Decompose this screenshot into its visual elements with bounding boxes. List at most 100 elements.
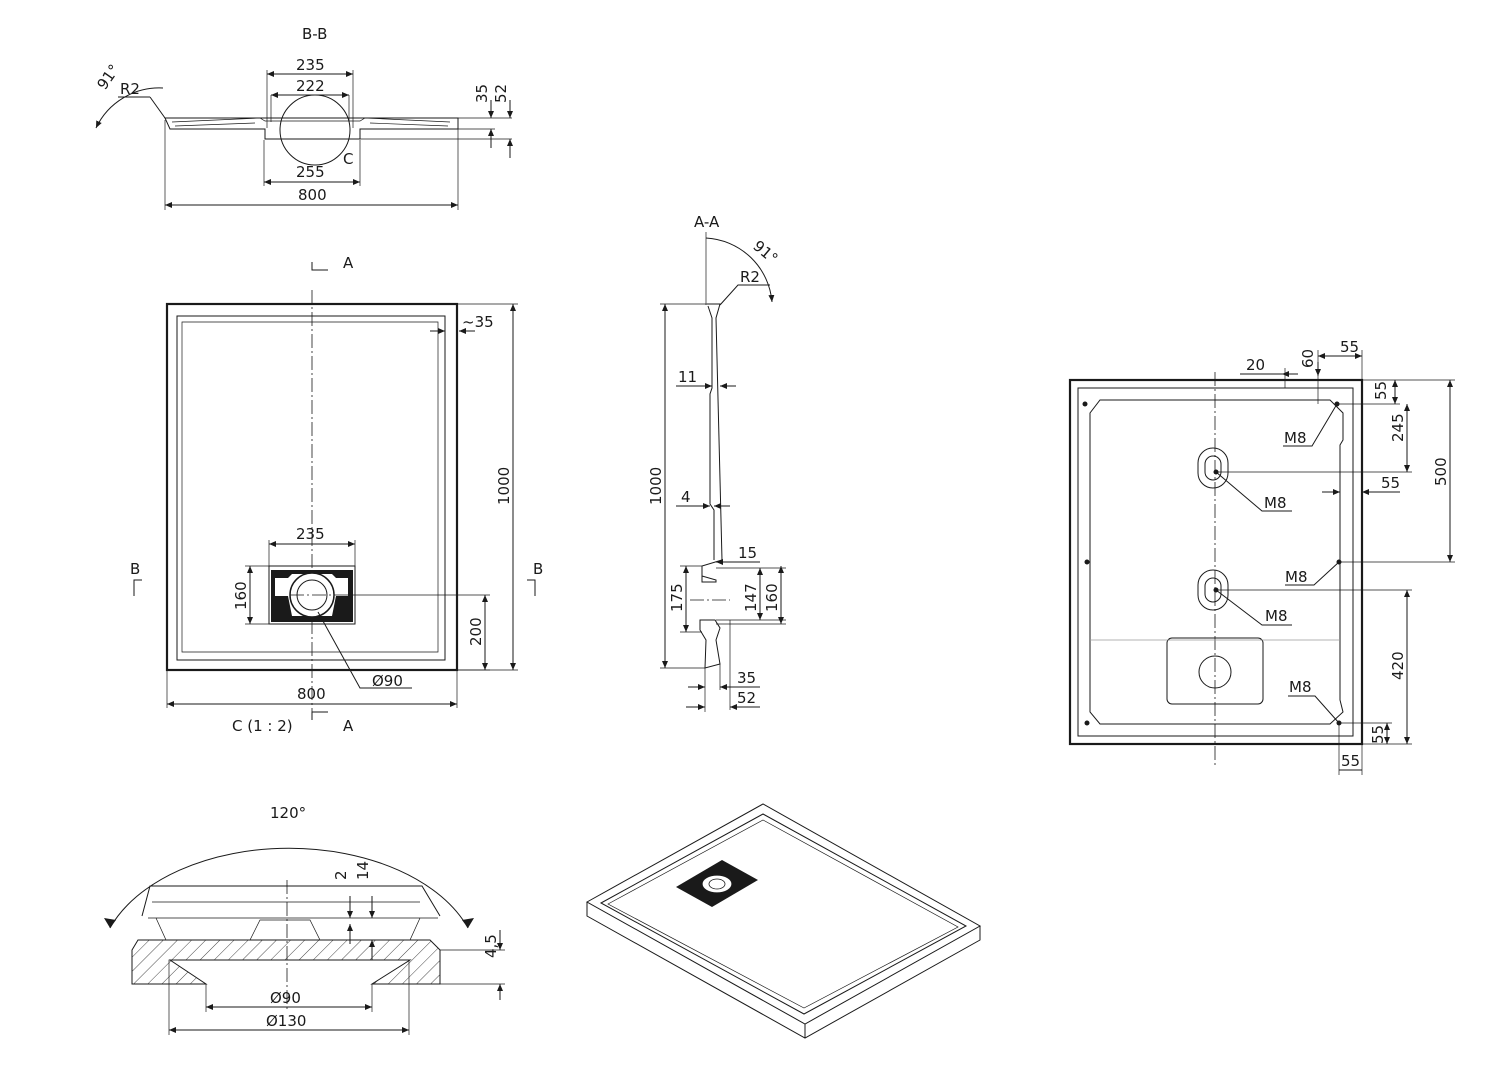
dim-222-bb: 222	[296, 77, 325, 95]
bottom-view: 20 60 55 55 245 500 55 420 55 55 M8	[1068, 338, 1455, 775]
thread-label-3: M8	[1285, 568, 1308, 586]
screw-point	[1084, 559, 1090, 565]
dim-35-bb: 35	[473, 84, 491, 103]
drain-housing	[1166, 637, 1264, 705]
section-aa-title: A-A	[694, 213, 720, 231]
dim-20-bottom: 20	[1246, 356, 1265, 374]
dim-52-aa: 52	[737, 689, 756, 707]
arrow-head	[104, 918, 116, 928]
cut-b-left-label: B	[130, 560, 140, 578]
tray-inner-rim	[176, 315, 446, 661]
iso-sides	[586, 902, 981, 1039]
dim-drain-160: 160	[232, 581, 250, 610]
dim-245: 245	[1389, 413, 1407, 442]
cut-a-top-marker	[311, 262, 328, 271]
angle-label-120: 120°	[270, 804, 306, 822]
slot-upper	[1197, 447, 1229, 489]
dia90-leader	[317, 611, 412, 689]
slot-upper-inner	[1204, 455, 1222, 481]
dim-14-detail: 14	[354, 861, 372, 880]
section-bb-view: B-B C 91° R2 235 222 255 800	[93, 25, 513, 210]
section-bb-inner-line	[174, 122, 449, 127]
cut-b-right-label: B	[533, 560, 543, 578]
angle-arc-bb	[95, 87, 164, 129]
drain-grate	[271, 570, 353, 622]
isometric-view	[585, 803, 982, 1039]
dim-55-right-bottom: 55	[1369, 725, 1387, 744]
iso-drain-hole	[701, 874, 733, 894]
section-aa-view: A-A 91° R2 1000 11 4 15 175	[647, 213, 786, 712]
detail-c-scale-label: C (1 : 2)	[232, 717, 293, 735]
section-bb-inner-surface	[171, 117, 451, 123]
iso-inner-rim	[599, 813, 968, 1015]
cut-a-bottom-marker	[311, 711, 328, 720]
detail-c-view: 120° 2 14 4,5 Ø90 Ø130	[104, 804, 505, 1035]
drain-outlet	[1198, 655, 1232, 689]
cut-a-top-label: A	[343, 254, 354, 272]
cut-b-left-marker	[133, 579, 142, 596]
dim-15-aa: 15	[738, 544, 757, 562]
angle-label-aa: 91°	[749, 237, 781, 268]
detail-c-marker-label: C	[343, 150, 353, 168]
dim-4-aa: 4	[681, 488, 691, 506]
section-aa-profile-lower	[699, 619, 721, 669]
dim-1000-top: 1000	[495, 467, 513, 505]
radius-label-bb: R2	[120, 80, 140, 98]
detail-c-surface-line	[148, 901, 438, 919]
dim-dia130-detail: Ø130	[266, 1012, 306, 1030]
dim-drain-dia90: Ø90	[372, 672, 403, 690]
m8-leader	[1285, 561, 1340, 586]
dim-52-bb: 52	[492, 84, 510, 103]
detail-c-inner-profile	[155, 917, 421, 941]
iso-inner-surface	[607, 819, 959, 1009]
dim-11-aa: 11	[678, 368, 697, 386]
radius-label-aa: R2	[740, 268, 760, 286]
thread-label-1: M8	[1284, 429, 1307, 447]
dim-35-aa: 35	[737, 669, 756, 687]
thread-label-4: M8	[1265, 607, 1288, 625]
angle-arc-aa	[705, 237, 775, 303]
detail-c-marker-circle	[279, 94, 351, 166]
dim-55-bottom: 55	[1341, 752, 1360, 770]
m8-leader	[1215, 589, 1292, 626]
dim-800-top: 800	[297, 685, 326, 703]
dim-255-bb: 255	[296, 163, 325, 181]
iso-top-outline	[585, 803, 982, 1025]
dim-160-aa: 160	[763, 583, 781, 612]
cut-a-bottom-label: A	[343, 717, 354, 735]
m8-leader	[1288, 695, 1340, 724]
iso-drain-inner	[708, 878, 726, 890]
dim-45-detail: 4,5	[482, 934, 500, 958]
angle-arc-120	[109, 847, 469, 929]
section-aa-profile-upper	[701, 303, 723, 583]
tray-inner-surface	[181, 321, 439, 653]
m8-leader	[1215, 471, 1292, 512]
detail-c-hatched-section	[131, 939, 441, 985]
dim-drain-235: 235	[296, 525, 325, 543]
m8-leader	[1283, 403, 1338, 447]
underside-rim	[1077, 387, 1354, 737]
radius-leader-bb-2	[149, 96, 166, 119]
detail-c-top-surface	[141, 885, 441, 917]
dim-500: 500	[1432, 457, 1450, 486]
top-view: A A B B ~35 1000 235 160 200 800	[130, 254, 543, 735]
dim-55-right-top: 55	[1372, 381, 1390, 400]
dim-55-mid: 55	[1381, 474, 1400, 492]
dim-1000-aa: 1000	[647, 467, 665, 505]
underside-inner	[1089, 399, 1344, 725]
radius-leader-aa	[719, 284, 770, 306]
dim-dia90-detail: Ø90	[270, 989, 301, 1007]
dim-rim-35: ~35	[462, 313, 494, 331]
section-bb-title: B-B	[302, 25, 327, 43]
dim-60-bottom: 60	[1299, 349, 1317, 368]
dim-175-aa: 175	[668, 583, 686, 612]
dim-147-aa: 147	[742, 583, 760, 612]
section-aa-profile-inner	[707, 305, 715, 560]
thread-label-2: M8	[1264, 494, 1287, 512]
dim-55-top: 55	[1340, 338, 1359, 356]
dim-420: 420	[1389, 651, 1407, 680]
dim-235-bb: 235	[296, 56, 325, 74]
dim-2-detail: 2	[332, 870, 350, 880]
arrow-head	[462, 918, 474, 928]
